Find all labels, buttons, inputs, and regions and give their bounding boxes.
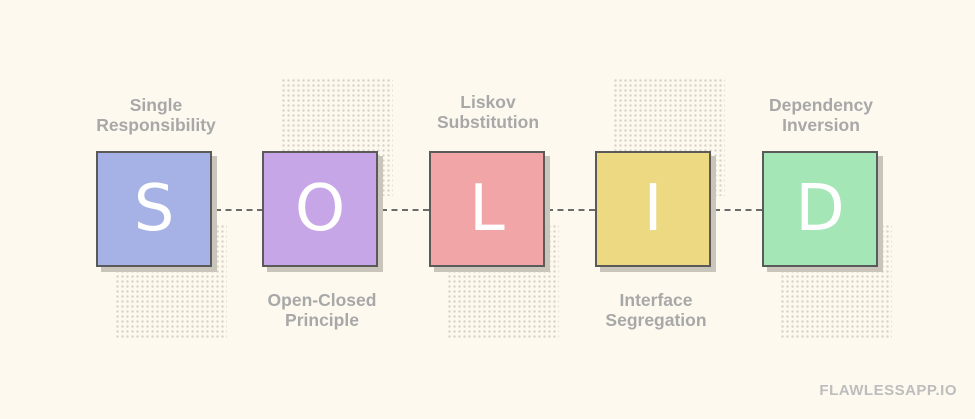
box-s: S: [96, 151, 212, 267]
box-d: D: [762, 151, 878, 267]
label-line: Inversion: [782, 115, 860, 135]
brand-watermark[interactable]: FLAWLESSAPP.IO: [819, 382, 957, 399]
label-liskov-substitution: Liskov Substitution: [398, 92, 578, 132]
box-l: L: [429, 151, 545, 267]
connector-l-i: [547, 209, 595, 211]
label-line: Open-Closed: [267, 290, 377, 310]
label-line: Dependency: [768, 95, 874, 115]
label-line: Single: [129, 95, 183, 115]
connector-o-l: [381, 209, 429, 211]
letter-i: I: [643, 172, 663, 246]
label-line: Interface: [619, 290, 693, 310]
box-i: I: [595, 151, 711, 267]
label-line: Liskov: [460, 92, 516, 112]
letter-d: D: [795, 172, 845, 246]
box-o: O: [262, 151, 378, 267]
label-line: Segregation: [605, 310, 707, 330]
label-line: Principle: [285, 310, 359, 330]
letter-o: O: [294, 172, 346, 246]
letter-s: S: [133, 172, 175, 246]
label-interface-segregation: Interface Segregation: [566, 290, 746, 330]
connector-s-o: [215, 209, 263, 211]
letter-l: L: [469, 172, 505, 246]
connector-i-d: [714, 209, 762, 211]
label-open-closed-principle: Open-Closed Principle: [232, 290, 412, 330]
label-dependency-inversion: Dependency Inversion: [731, 95, 911, 135]
label-line: Responsibility: [96, 115, 216, 135]
label-line: Substitution: [436, 112, 540, 132]
label-single-responsibility: Single Responsibility: [66, 95, 246, 135]
